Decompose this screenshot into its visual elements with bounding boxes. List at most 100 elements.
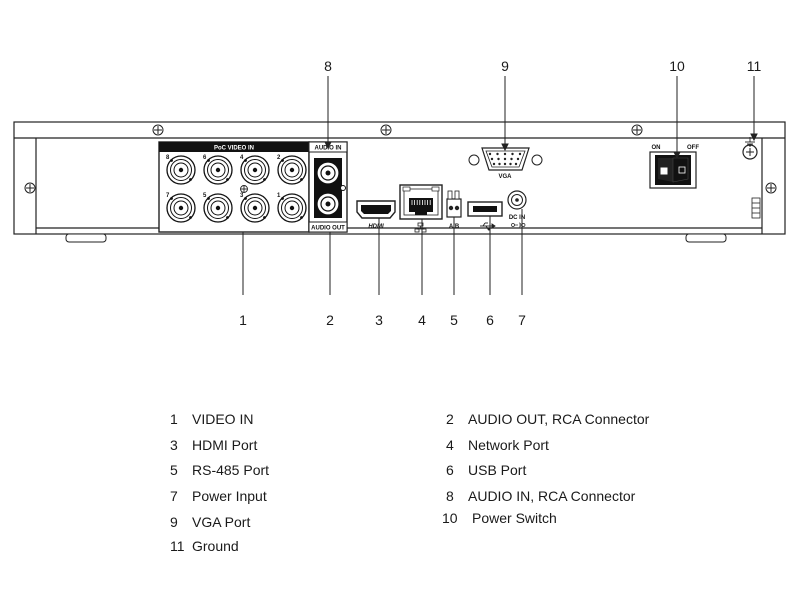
callout-2: 2: [326, 312, 334, 328]
legend-number: 9: [170, 514, 178, 530]
bnc-channel-label: 1: [277, 193, 281, 199]
vga-pin: [514, 162, 518, 166]
chassis: [13, 121, 786, 235]
power-switch[interactable]: ON OFF: [649, 145, 699, 189]
legend-number: 6: [446, 462, 454, 478]
chassis-screws: [24, 124, 777, 194]
bnc-channel-label: 4: [240, 155, 244, 161]
vga-pin: [518, 152, 522, 156]
legend-number: 3: [170, 437, 178, 453]
callout-numbers: 1 2 3 4 5 6 7 8 9 10 11: [239, 58, 761, 328]
audio-screw-icon: [340, 185, 346, 191]
audio-out-footer: [308, 221, 348, 233]
vga-label: VGA: [498, 174, 512, 180]
bnc-connector[interactable]: [277, 155, 307, 185]
vga-pin: [488, 152, 492, 156]
bnc-connector[interactable]: [203, 193, 233, 223]
vga-pin: [511, 152, 514, 156]
usb-port[interactable]: [467, 201, 503, 231]
bnc-channel-label: 5: [203, 193, 207, 199]
rj45-pins: [411, 200, 431, 205]
legend-item-vga: 9 VGA Port: [170, 514, 250, 530]
callout-8: 8: [324, 58, 332, 74]
vga-pin: [503, 157, 507, 161]
vga-pins: [488, 152, 522, 166]
vga-screw-right-icon: [531, 154, 543, 166]
rca-audio-in-connector[interactable]: [316, 161, 340, 185]
legend-number: 8: [446, 488, 454, 504]
legend-number: 4: [446, 437, 454, 453]
vga-port[interactable]: VGA: [468, 147, 543, 180]
bnc-connector[interactable]: [203, 155, 233, 185]
bnc-channel-label: 8: [166, 155, 170, 161]
vga-pin: [510, 157, 513, 161]
chassis-feet: [65, 233, 727, 243]
power-off-label: OFF: [687, 145, 699, 151]
legend-number: 7: [170, 488, 178, 504]
bnc-connector[interactable]: [166, 193, 196, 223]
callout-11: 11: [747, 58, 762, 74]
bnc-channel-label: 7: [166, 193, 170, 199]
bnc-channel-label: 6: [203, 155, 207, 161]
bnc-connector[interactable]: [166, 155, 196, 185]
callout-10: 10: [669, 58, 685, 74]
foot-right: [685, 233, 727, 243]
dc-in-port[interactable]: DC IN: [507, 190, 527, 228]
callout-3: 3: [375, 312, 383, 328]
legend-label: Power Input: [192, 488, 267, 504]
screw-icon: [380, 124, 392, 136]
chassis-body: [13, 121, 786, 235]
callout-4: 4: [418, 312, 426, 328]
legend-label: Ground: [192, 538, 239, 554]
bnc-connector[interactable]: [240, 155, 270, 185]
ground-icon: [745, 137, 755, 147]
side-vent: [751, 197, 761, 219]
legend-label: VGA Port: [192, 514, 251, 530]
screw-icon: [765, 182, 777, 194]
usb-icon: [480, 222, 496, 231]
callout-5: 5: [450, 312, 458, 328]
ground-screw-icon: [240, 185, 248, 193]
hdmi-port[interactable]: HDMI: [356, 200, 396, 230]
legend-number: 11: [170, 538, 185, 554]
legend-label: RS-485 Port: [192, 462, 270, 478]
legend-label: Network Port: [468, 437, 549, 453]
legend-item-ground: 11 Ground: [170, 538, 239, 554]
audio-block: AUDIO IN AUDIO OUT: [308, 141, 348, 233]
bnc-connector[interactable]: [277, 193, 307, 223]
dc-polarity-icon: [511, 222, 526, 228]
screw-icon: [631, 124, 643, 136]
foot-left: [65, 233, 107, 243]
bnc-connectors: [166, 155, 307, 223]
legend-item-audio-in: 8 AUDIO IN, RCA Connector: [446, 488, 635, 504]
callout-7: 7: [518, 312, 526, 328]
bnc-connector[interactable]: [240, 193, 270, 223]
vga-pin: [498, 162, 501, 166]
legend-label: Power Switch: [472, 510, 557, 526]
ground-terminal[interactable]: [742, 137, 758, 160]
vga-pin: [503, 152, 507, 156]
screw-icon: [152, 124, 164, 136]
rca-audio-out-connector[interactable]: [316, 192, 340, 216]
legend-label: AUDIO OUT, RCA Connector: [468, 411, 650, 427]
legend-number: 1: [170, 411, 178, 427]
led-icon: [431, 186, 440, 192]
network-port[interactable]: [399, 184, 443, 233]
bnc-channel-label: 2: [277, 155, 281, 161]
legend-label: AUDIO IN, RCA Connector: [468, 488, 636, 504]
dc-in-label: DC IN: [509, 215, 525, 221]
hdmi-label: HDMI: [368, 224, 384, 230]
callout-9: 9: [501, 58, 509, 74]
vga-pin: [496, 152, 499, 156]
callout-1: 1: [239, 312, 247, 328]
led-icon: [402, 186, 411, 192]
vga-screw-left-icon: [468, 154, 480, 166]
